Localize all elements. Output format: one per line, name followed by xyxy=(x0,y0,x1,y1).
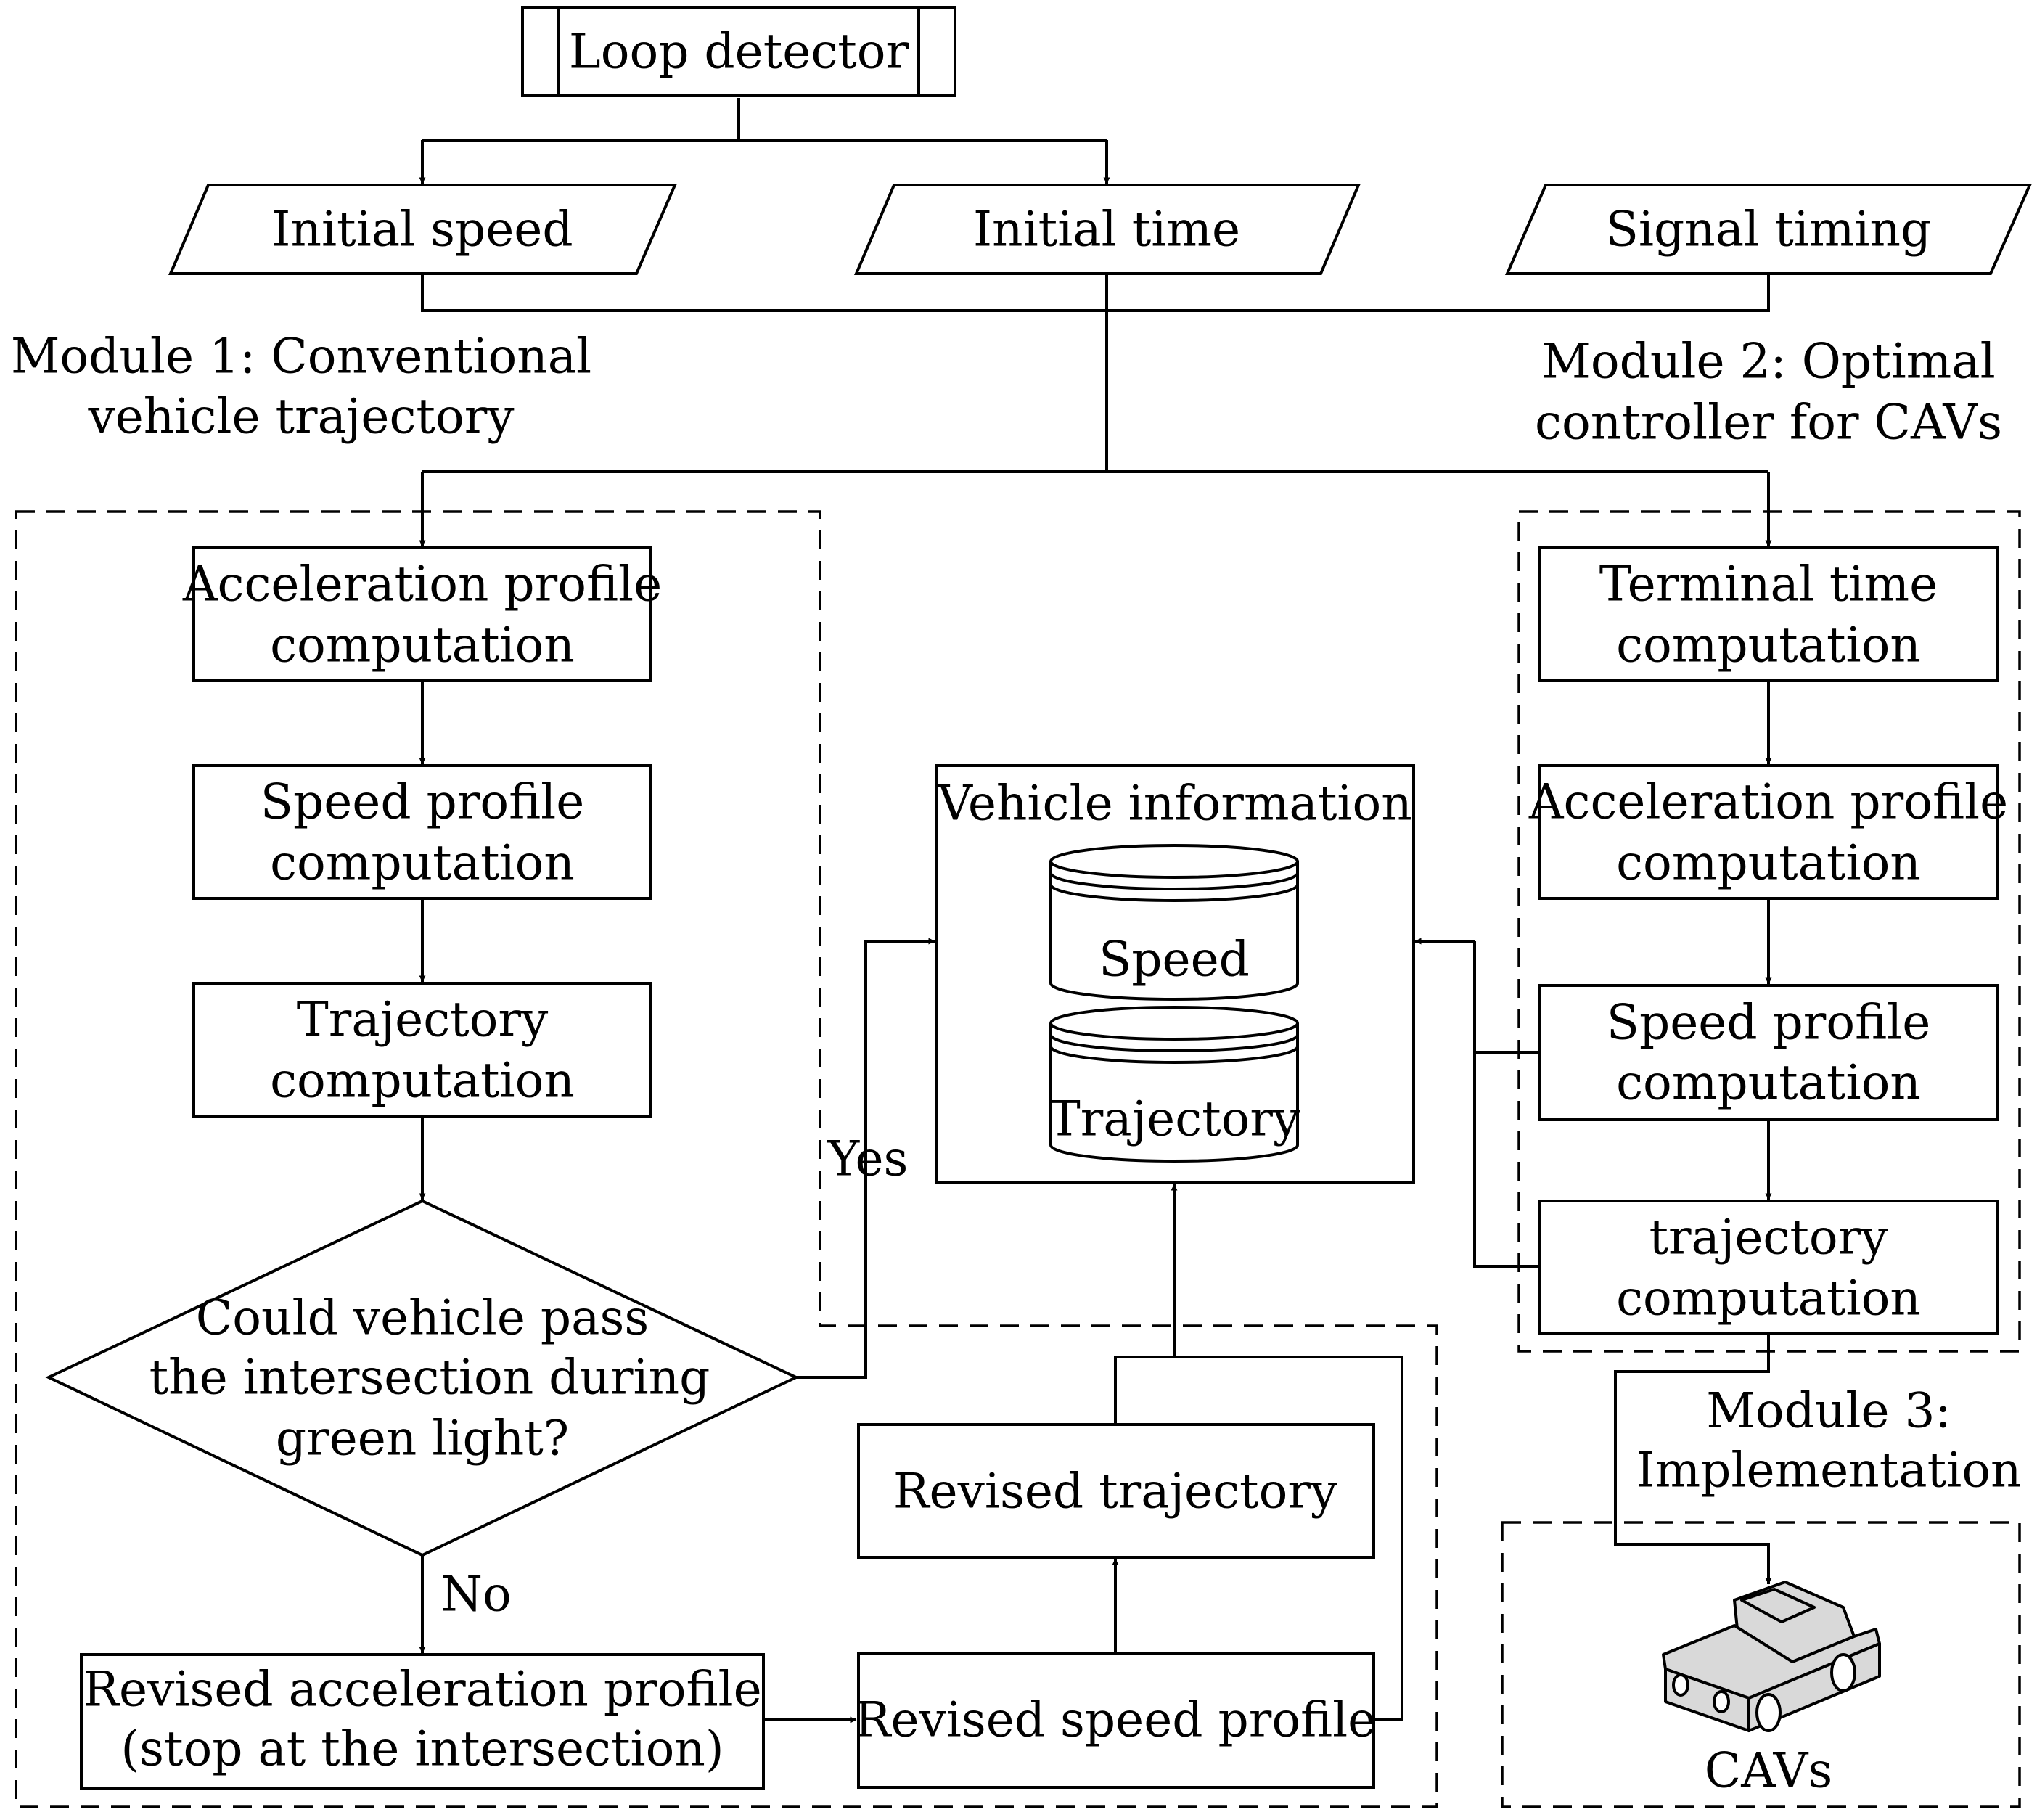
svg-text:computation: computation xyxy=(270,835,575,891)
svg-text:computation: computation xyxy=(1616,1271,1921,1327)
svg-text:computation: computation xyxy=(270,1053,575,1109)
database-cylinder-icon: Trajectory xyxy=(1049,1006,1300,1163)
svg-text:Speed profile: Speed profile xyxy=(261,774,585,830)
signal-timing-label: Signal timing xyxy=(1606,202,1932,258)
svg-text:computation: computation xyxy=(1616,1055,1921,1111)
svg-text:green light?: green light? xyxy=(276,1411,569,1467)
initial-time-label: Initial time xyxy=(973,202,1240,258)
cavs-label: CAVs xyxy=(1705,1743,1832,1799)
signal-timing-input: Signal timing xyxy=(1504,184,2033,275)
svg-text:Revised trajectory: Revised trajectory xyxy=(893,1464,1338,1520)
m2-speed-box: Speed profile computation xyxy=(1538,984,1999,1121)
revised-speed-box: Revised speed profile xyxy=(855,1652,1377,1789)
svg-text:Could vehicle pass: Could vehicle pass xyxy=(196,1290,649,1346)
svg-text:trajectory: trajectory xyxy=(1649,1210,1888,1266)
svg-text:Vehicle information: Vehicle information xyxy=(937,776,1412,832)
m2-trajectory-box: trajectory computation xyxy=(1538,1200,1999,1335)
m1-acceleration-box: Acceleration profile computation xyxy=(182,546,662,682)
svg-text:Speed profile: Speed profile xyxy=(1607,995,1931,1051)
module1-label: Module 1: Conventional vehicle trajector… xyxy=(11,329,591,445)
initial-speed-input: Initial speed xyxy=(168,184,678,275)
svg-text:(stop at the intersection): (stop at the intersection) xyxy=(120,1721,724,1777)
module3-label: Module 3: Implementation xyxy=(1636,1383,2022,1499)
yes-label: Yes xyxy=(827,1131,909,1187)
m1-trajectory-box: Trajectory computation xyxy=(192,982,652,1118)
svg-text:computation: computation xyxy=(1616,618,1921,673)
decision-diamond: Could vehicle pass the intersection duri… xyxy=(45,1199,800,1557)
svg-text:Module 3:: Module 3: xyxy=(1706,1383,1951,1439)
database-cylinder-icon: Speed xyxy=(1049,844,1299,1001)
no-label: No xyxy=(440,1567,512,1623)
svg-text:vehicle trajectory: vehicle trajectory xyxy=(87,389,515,445)
module2-label: Module 2: Optimal controller for CAVs xyxy=(1535,334,2002,451)
trajectory-db-label: Trajectory xyxy=(1049,1091,1300,1147)
initial-speed-label: Initial speed xyxy=(271,202,573,258)
revised-acceleration-box: Revised acceleration profile (stop at th… xyxy=(80,1653,765,1790)
m1-speed-box: Speed profile computation xyxy=(192,764,652,900)
module3-frame xyxy=(1501,1521,2021,1808)
svg-text:computation: computation xyxy=(270,618,575,673)
loop-detector-box: Loop detector xyxy=(521,6,956,97)
m2-acceleration-box: Acceleration profile computation xyxy=(1528,764,2008,900)
initial-time-input: Initial time xyxy=(853,184,1361,275)
svg-text:Module 1: Conventional: Module 1: Conventional xyxy=(11,329,591,385)
svg-text:the intersection during: the intersection during xyxy=(149,1350,710,1406)
svg-text:Module 2: Optimal: Module 2: Optimal xyxy=(1541,334,1995,390)
loop-detector-label: Loop detector xyxy=(569,24,909,80)
svg-text:Terminal time: Terminal time xyxy=(1599,557,1938,612)
car-icon xyxy=(1662,1581,1881,1732)
revised-trajectory-box: Revised trajectory xyxy=(857,1423,1375,1559)
m2-terminal-time-box: Terminal time computation xyxy=(1538,546,1999,682)
svg-text:Implementation: Implementation xyxy=(1636,1443,2022,1499)
svg-text:Acceleration profile: Acceleration profile xyxy=(1528,774,2008,830)
module1-frame xyxy=(15,510,1438,1808)
svg-text:Revised speed profile: Revised speed profile xyxy=(855,1692,1377,1748)
svg-text:Trajectory: Trajectory xyxy=(297,992,549,1048)
svg-text:computation: computation xyxy=(1616,835,1921,891)
svg-text:controller for CAVs: controller for CAVs xyxy=(1535,395,2002,451)
svg-text:Revised acceleration profile: Revised acceleration profile xyxy=(83,1662,761,1718)
speed-db-label: Speed xyxy=(1099,932,1250,988)
connectors xyxy=(419,98,1772,1723)
svg-text:Acceleration profile: Acceleration profile xyxy=(182,557,662,612)
